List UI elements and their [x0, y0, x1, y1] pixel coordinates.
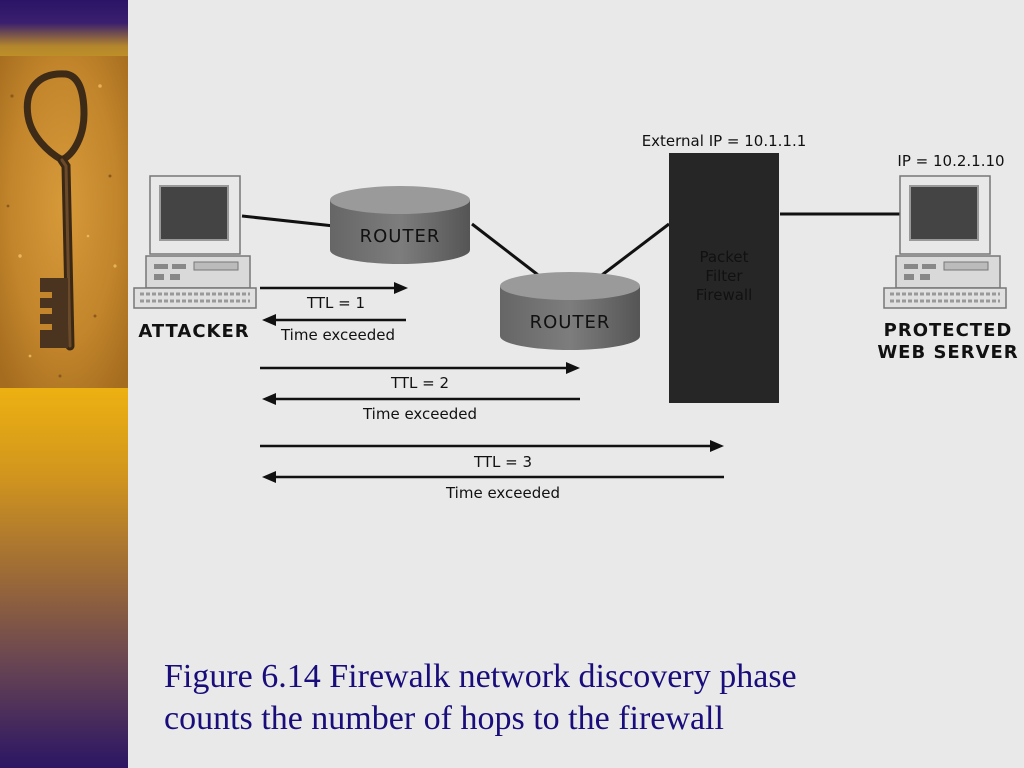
figure-caption: Figure 6.14 Firewalk network discovery p…	[164, 656, 1004, 740]
probe-3-ttl-label: TTL = 3	[473, 453, 532, 471]
attacker-computer-icon	[132, 174, 258, 310]
probe-2: TTL = 2 Time exceeded	[260, 362, 580, 423]
probe-1: TTL = 1 Time exceeded	[260, 282, 408, 344]
probe-1-reply-label: Time exceeded	[280, 326, 395, 344]
server-computer-icon	[882, 174, 1008, 310]
firewall-label-line2: Filter	[705, 267, 743, 285]
probe-3: TTL = 3 Time exceeded	[260, 440, 724, 502]
server-ip-label: IP = 10.2.1.10	[897, 152, 1004, 170]
network-diagram: ATTACKER ROUTER ROUTER Packet Filter Fir…	[132, 132, 1018, 502]
network-links	[241, 212, 908, 280]
caption-line-2: counts the number of hops to the firewal…	[164, 700, 724, 737]
firewall: Packet Filter Firewall	[669, 153, 779, 403]
key-image	[0, 56, 128, 388]
probe-2-reply-label: Time exceeded	[362, 405, 477, 423]
external-ip-label: External IP = 10.1.1.1	[642, 132, 807, 150]
router-2-label: ROUTER	[530, 312, 611, 333]
caption-line-1: Figure 6.14 Firewalk network discovery p…	[164, 658, 797, 695]
probe-1-ttl-label: TTL = 1	[306, 294, 365, 312]
server-label-line1: PROTECTED	[884, 320, 1013, 341]
router-2: ROUTER	[500, 272, 640, 350]
router-1-label: ROUTER	[360, 226, 441, 247]
firewall-label-line1: Packet	[699, 248, 748, 266]
attacker-label: ATTACKER	[138, 321, 249, 342]
server-label-line2: WEB SERVER	[877, 342, 1018, 363]
probe-3-reply-label: Time exceeded	[445, 484, 560, 502]
firewall-label-line3: Firewall	[696, 286, 753, 304]
router-1: ROUTER	[330, 186, 470, 264]
probe-2-ttl-label: TTL = 2	[390, 374, 449, 392]
